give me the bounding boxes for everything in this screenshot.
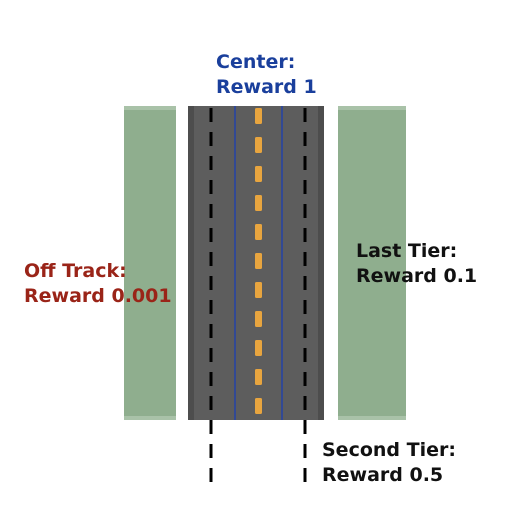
center-label-line1: Center:	[216, 51, 296, 73]
center-dashes	[255, 108, 262, 414]
center-dash	[255, 398, 262, 414]
center-reward-label: Center: Reward 1	[216, 50, 317, 100]
left-edge-line	[176, 106, 188, 420]
second-tier-label-line2: Reward 0.5	[322, 464, 444, 486]
last-tier-label-line2: Reward 0.1	[356, 265, 478, 287]
center-dash	[255, 195, 262, 211]
center-dash	[255, 340, 262, 356]
left-grass	[124, 106, 176, 420]
center-dash	[255, 311, 262, 327]
off-track-reward-label: Off Track: Reward 0.001	[24, 259, 172, 309]
right-edge-line	[324, 106, 338, 420]
last-tier-label-line1: Last Tier:	[356, 240, 458, 262]
center-dash	[255, 369, 262, 385]
second-tier-label-line1: Second Tier:	[322, 439, 456, 461]
center-dash	[255, 253, 262, 269]
off-track-label-line1: Off Track:	[24, 260, 127, 282]
right-grass	[338, 106, 406, 420]
second-tier-reward-label: Second Tier: Reward 0.5	[322, 438, 456, 488]
road-shade-right	[318, 106, 324, 420]
road-shade-left	[188, 106, 194, 420]
last-tier-reward-label: Last Tier: Reward 0.1	[356, 239, 477, 289]
center-label-line2: Reward 1	[216, 76, 317, 98]
center-dash	[255, 224, 262, 240]
center-dash	[255, 166, 262, 182]
center-dash	[255, 108, 262, 124]
off-track-label-line2: Reward 0.001	[24, 285, 172, 307]
center-dash	[255, 137, 262, 153]
center-dash	[255, 282, 262, 298]
